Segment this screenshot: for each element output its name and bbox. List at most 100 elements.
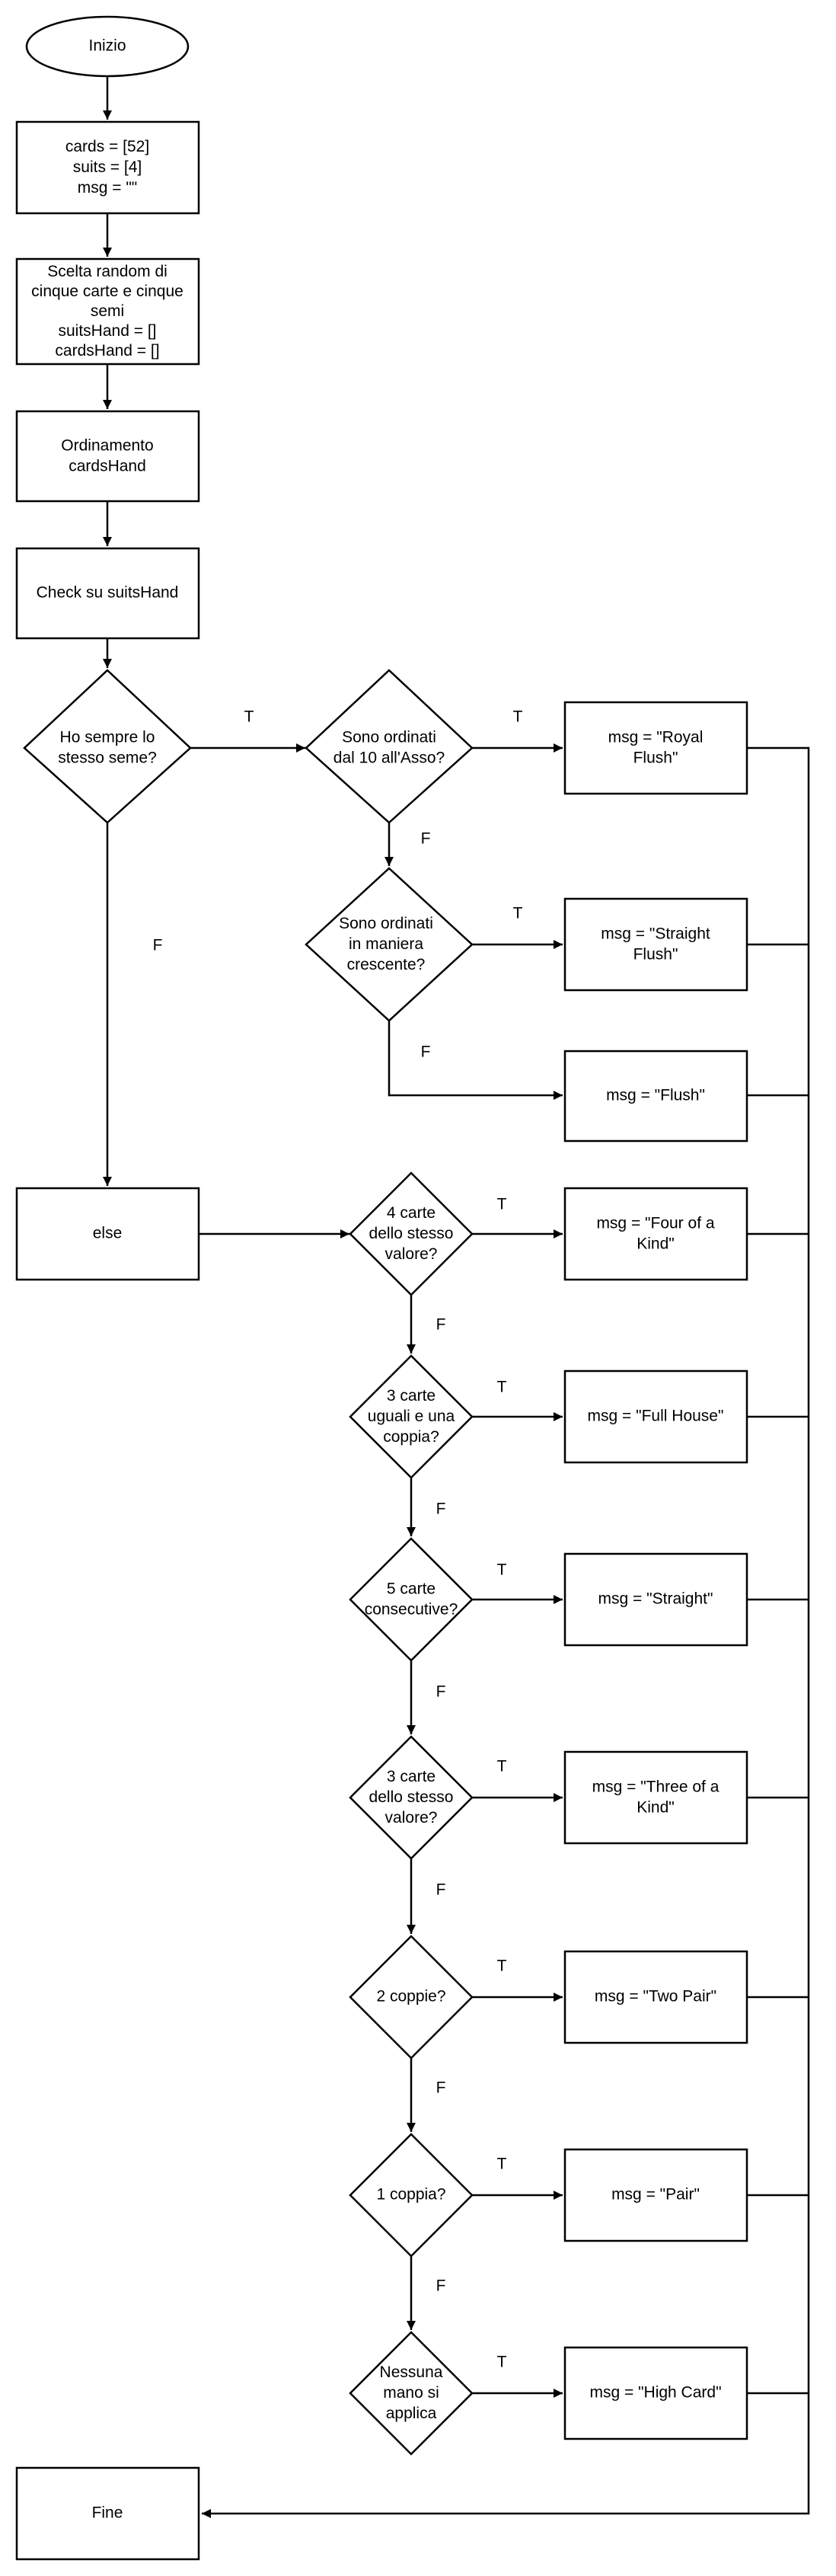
text-line: 3 carte — [387, 1768, 436, 1785]
text-line: 3 carte — [387, 1387, 436, 1405]
end-label: Fine — [92, 2504, 123, 2522]
sort-process — [15, 410, 200, 503]
royal-decision — [305, 669, 474, 824]
no-hand-decision — [349, 2331, 474, 2456]
text-line: Sono ordinati — [339, 915, 433, 932]
text-line: cinque carte e cinque — [31, 283, 183, 300]
text-line: msg = "Four of a — [596, 1214, 714, 1232]
royal-question-label: Sono ordinati dal 10 all'Asso? — [333, 728, 445, 766]
pair-question-label: 1 coppia? — [376, 2186, 445, 2204]
text-line: stesso seme? — [58, 749, 157, 766]
f-label-same-suit: F — [153, 937, 163, 954]
straight-decision — [349, 1537, 474, 1662]
msg-high-box — [563, 2346, 748, 2440]
text-line: msg = "" — [78, 179, 138, 197]
three-kind-question-label: 3 carte dello stesso valore? — [369, 1768, 454, 1827]
text-line: Kind" — [637, 1235, 675, 1252]
else-process — [15, 1187, 200, 1281]
text-line: crescente? — [347, 956, 426, 973]
shapes — [15, 15, 748, 2561]
connectors — [103, 76, 810, 2518]
text-line: cards = [52] — [65, 138, 149, 155]
random-label: Scelta random di cinque carte e cinque sem… — [31, 263, 183, 360]
text-line: 5 carte — [387, 1580, 436, 1597]
text-line: consecutive? — [365, 1600, 458, 1618]
f-label-royal: F — [421, 830, 431, 848]
text-line: dal 10 all'Asso? — [333, 749, 445, 766]
text-line: in maniera — [349, 935, 423, 953]
no-hand-question-label: Nessuna mano si applica — [380, 2363, 443, 2422]
text-line: dello stesso — [369, 1788, 454, 1806]
check-process — [15, 547, 200, 640]
text-line: Sono ordinati — [342, 728, 436, 746]
text-line: suits = [4] — [73, 158, 142, 176]
text-line: Kind" — [637, 1798, 675, 1816]
msg-pair-label: msg = "Pair" — [611, 2186, 700, 2204]
msg-straight-box — [563, 1552, 748, 1647]
t-label-same-suit: T — [244, 708, 254, 726]
else-label: else — [93, 1225, 123, 1242]
node-labels: Inizio cards = [52] suits = [4] msg = "" S… — [31, 37, 723, 2522]
full-house-decision — [349, 1354, 474, 1479]
two-pair-decision — [349, 1935, 474, 2060]
f-label-straight-flush: F — [421, 1044, 431, 1061]
text-line: coppia? — [383, 1428, 439, 1446]
msg-flush-box — [563, 1050, 748, 1143]
f-label-two-pair: F — [436, 2079, 446, 2097]
f-label-straight: F — [436, 1683, 446, 1701]
msg-royal-box — [563, 701, 748, 795]
msg-full-box — [563, 1369, 748, 1464]
f-label-four: F — [436, 1316, 446, 1334]
same-suit-decision — [23, 669, 192, 824]
straight-flush-question-label: Sono ordinati in maniera crescente? — [339, 915, 433, 973]
msg-full-label: msg = "Full House" — [588, 1408, 724, 1425]
text-line: Ho sempre lo — [60, 728, 155, 746]
text-line: valore? — [385, 1809, 438, 1827]
text-line: semi — [91, 302, 124, 320]
same-suit-label: Ho sempre lo stesso seme? — [58, 728, 157, 766]
text-line: dello stesso — [369, 1225, 454, 1242]
edge-sf-flush — [388, 1021, 563, 1100]
four-kind-decision — [349, 1171, 474, 1296]
t-label-three: T — [497, 1758, 507, 1775]
edge-labels: T T F T F F T F T F T F T F T F T F T — [153, 708, 523, 2371]
start-label: Inizio — [88, 37, 126, 55]
text-line: msg = "Straight — [601, 925, 710, 942]
msg-four-box — [563, 1187, 748, 1281]
text-line: applica — [386, 2405, 437, 2422]
text-line: Flush" — [633, 945, 678, 963]
msg-flush-label: msg = "Flush" — [606, 1087, 705, 1104]
msg-straight-flush-box — [563, 897, 748, 992]
straight-question-label: 5 carte consecutive? — [365, 1580, 458, 1618]
msg-two-pair-label: msg = "Two Pair" — [595, 1988, 716, 2006]
text-line: cardsHand — [69, 457, 146, 475]
text-line: Nessuna — [380, 2363, 443, 2381]
text-line: suitsHand = [] — [59, 322, 157, 340]
msg-four-label: msg = "Four of a Kind" — [596, 1214, 714, 1252]
f-label-pair: F — [436, 2277, 446, 2295]
t-label-straight-flush: T — [513, 905, 523, 922]
t-label-full: T — [497, 1379, 507, 1396]
text-line: valore? — [385, 1245, 438, 1263]
msg-three-box — [563, 1750, 748, 1845]
text-line: Scelta random di — [47, 263, 168, 280]
text-line: msg = "Royal — [608, 728, 704, 746]
t-label-two-pair: T — [497, 1958, 507, 1975]
random-process — [15, 257, 200, 366]
init-label: cards = [52] suits = [4] msg = "" — [65, 138, 149, 197]
straight-flush-decision — [305, 867, 474, 1022]
msg-straight-label: msg = "Straight" — [598, 1590, 713, 1608]
msg-two-pair-box — [563, 1950, 748, 2044]
t-label-no-hand: T — [497, 2354, 507, 2371]
msg-pair-box — [563, 2148, 748, 2242]
two-pair-question-label: 2 coppie? — [376, 1988, 445, 2006]
text-line: mano si — [383, 2384, 439, 2402]
t-label-pair: T — [497, 2156, 507, 2173]
t-label-straight: T — [497, 1561, 507, 1579]
